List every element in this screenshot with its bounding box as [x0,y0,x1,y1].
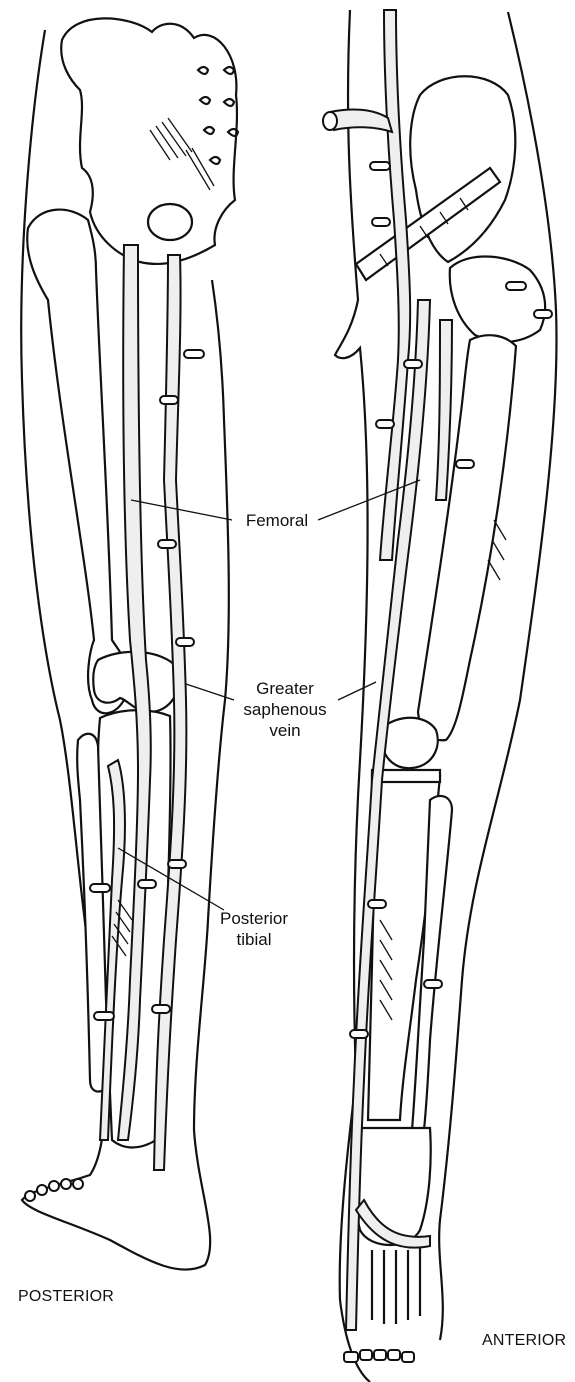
posterior-femur [27,210,128,714]
saphenous-leader-anterior [338,682,376,700]
posterior-toes [25,1179,83,1201]
label-posterior-tibial: Posterior tibial [204,908,304,950]
label-greater-saphenous-line2: saphenous [230,699,340,720]
anterior-foot [356,1128,431,1245]
label-greater-saphenous-line1: Greater [230,678,340,699]
anterior-femur [418,335,516,740]
label-greater-saphenous-line3: vein [230,720,340,741]
anterior-tibial-vein [436,320,452,500]
anterior-femoral-branch [330,110,392,132]
anterior-metatarsals [372,1246,420,1324]
label-anterior-view: ANTERIOR [482,1330,566,1351]
anterior-patella [381,718,437,768]
anterior-toes [344,1350,414,1362]
label-femoral: Femoral [236,510,318,531]
label-posterior-view: POSTERIOR [18,1286,114,1307]
posterior-leg [21,18,238,1269]
label-posterior-tibial-line2: tibial [204,929,304,950]
label-posterior-tibial-line1: Posterior [204,908,304,929]
anterior-femoral-branch-end [323,112,337,130]
label-greater-saphenous-vein: Greater saphenous vein [230,678,340,741]
femoral-leader-posterior [131,500,232,520]
anterior-leg [323,10,557,1382]
anterior-hip-joint [450,256,545,341]
posterior-hip-socket [148,204,192,240]
